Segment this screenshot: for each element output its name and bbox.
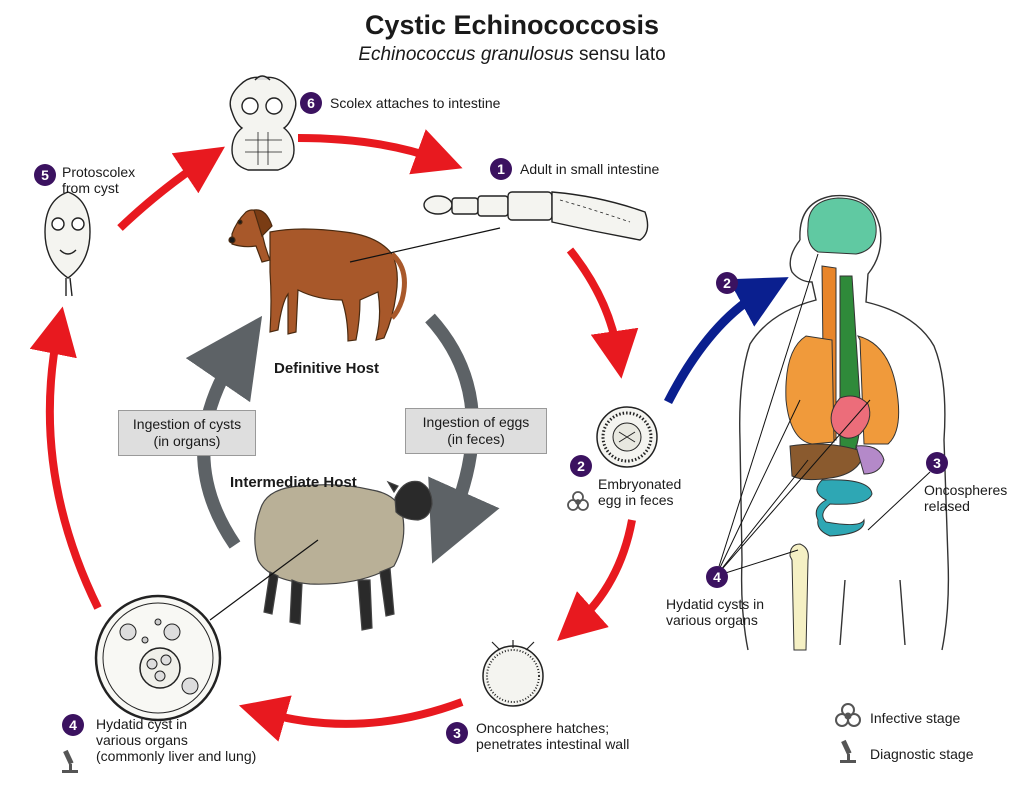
stage-2-badge: 2 [570,455,592,477]
arrow-1-to-2 [566,247,639,379]
stage-4-label: Hydatid cyst in various organs (commonly… [96,716,257,764]
arrow-to-human [663,277,789,405]
adult-worm-illustration [423,191,649,241]
legend-diagnostic-label: Diagnostic stage [870,746,974,762]
human-lung-left [785,335,835,445]
definitive-host-label: Definitive Host [274,360,380,377]
cycle-arrows [29,129,639,742]
hydatid-cyst-illustration [94,594,222,722]
scolex-illustration [229,75,297,171]
stage-5-badge: 5 [34,164,56,186]
species-name: Echinococcus granulosus [358,44,574,65]
microscope-icon [840,739,856,763]
stage-2-label: Embryonated egg in feces [598,476,682,508]
stage-6-badge: 6 [300,92,322,114]
stage-3-badge: 3 [446,722,468,744]
dog-illustration [228,209,407,342]
human-oncospheres-label: Oncospheres relased [924,482,1008,514]
stage-1-label: Adult in small intestine [520,161,660,177]
human-oncospheres-badge: 3 [926,452,948,474]
ingestion-eggs-box: Ingestion of eggs (in feces) [405,408,547,454]
page-title: Cystic Echinococcosis [364,10,660,40]
oncosphere-pointer-line [867,471,931,531]
human-brain [807,197,877,255]
human-intestine [815,479,873,537]
dog-pointer-line [349,227,501,263]
arrow-6-to-1 [297,129,463,175]
arrow-4-to-5 [29,306,102,610]
stage-1-badge: 1 [490,158,512,180]
subtitle-rest: sensu lato [573,44,666,65]
human-ingestion-badge: 2 [716,272,738,294]
biohazard-icon [835,703,861,727]
stage-3-label: Oncosphere hatches; penetrates intestina… [476,720,630,752]
sheep-pointer-line [209,539,319,621]
human-figure-illustration [739,194,950,651]
stage-6-label: Scolex attaches to intestine [330,95,501,111]
arrow-3-to-4 [238,695,464,742]
arrow-2-to-3 [557,519,636,641]
ingestion-cysts-box: Ingestion of cysts (in organs) [118,410,256,456]
intermediate-host-label: Intermediate Host [230,474,357,491]
human-cysts-badge: 4 [706,566,728,588]
sheep-illustration [254,480,433,631]
page-subtitle: Echinococcus granulosus sensu lato [0,44,1024,66]
stage-4-badge: 4 [62,714,84,736]
hydatid-cyst-pointer-lines [715,253,871,577]
oncosphere-illustration [482,640,544,707]
egg-illustration [596,406,658,468]
stage4-microscope-icon [62,749,78,773]
stage-5-label: Protoscolex from cyst [62,164,136,196]
arrow-5-to-6 [117,146,225,231]
human-femur [789,543,809,651]
stage2-biohazard-icon [567,491,589,511]
legend-infective-label: Infective stage [870,710,961,726]
human-cysts-label: Hydatid cysts in various organs [666,596,765,628]
protoscolex-illustration [44,191,91,297]
human-heart [830,395,871,439]
human-stomach [855,445,885,475]
